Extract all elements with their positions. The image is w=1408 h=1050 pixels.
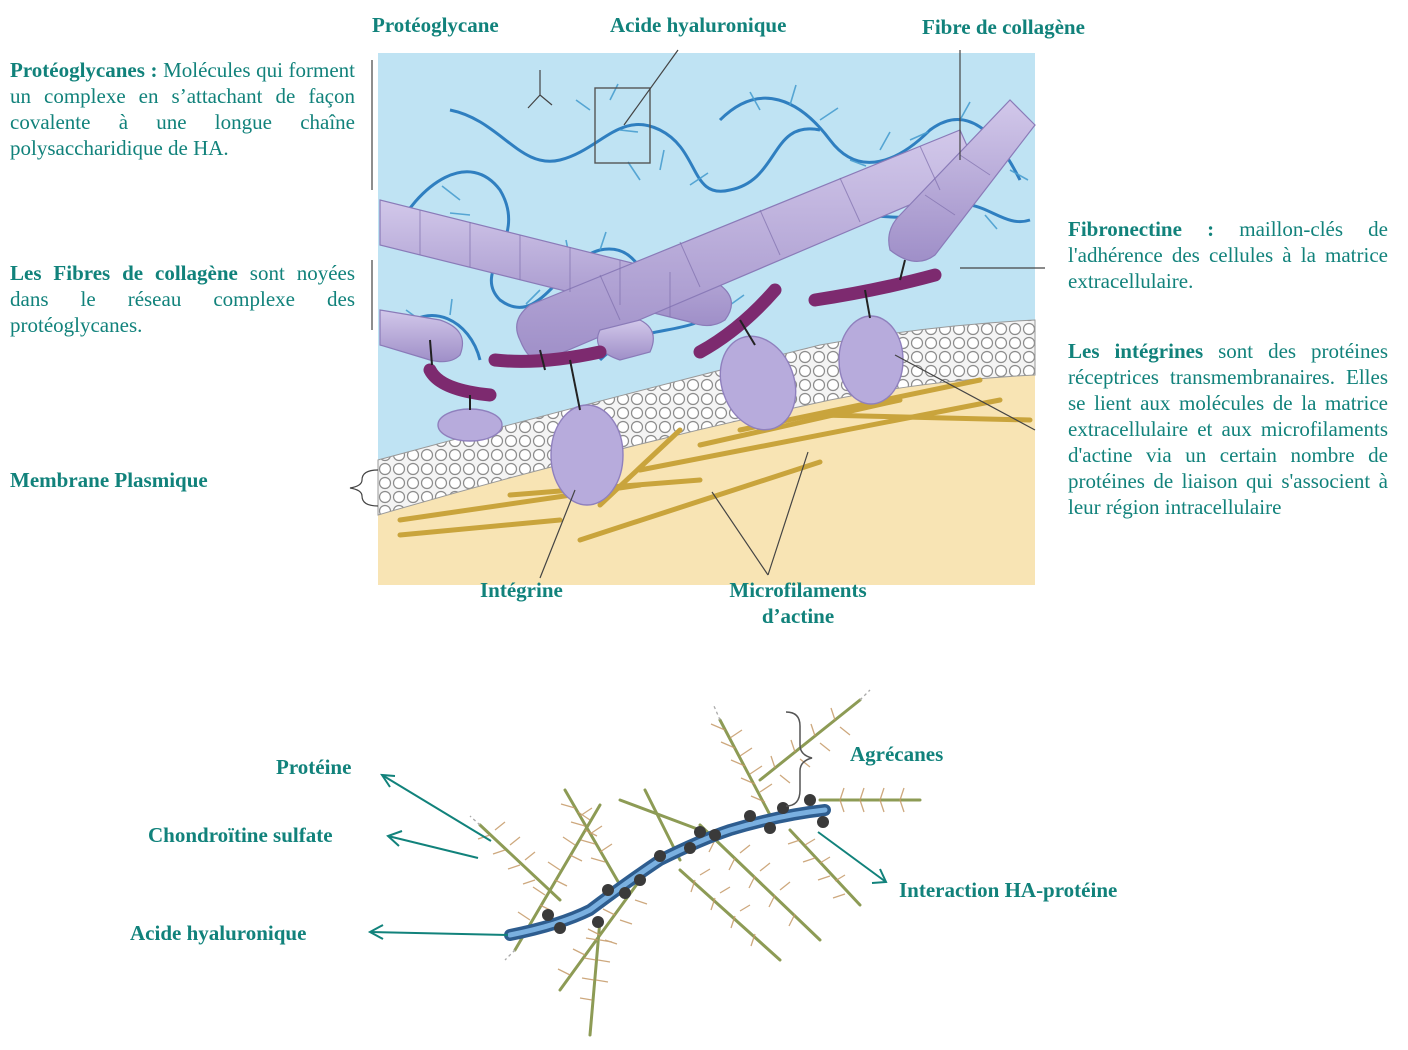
- label-interaction-ha-proteine: Interaction HA-protéine: [899, 877, 1117, 903]
- hyaluronan-backbone: [510, 810, 825, 935]
- chondroitin-sulfate-chains: [478, 708, 904, 1000]
- label-chondroitine-sulfate: Chondroïtine sulfate: [148, 822, 333, 848]
- label-acide-hyaluronique-bottom: Acide hyaluronique: [130, 920, 306, 946]
- agrecanes-bracket: [786, 712, 812, 806]
- label-agrecanes: Agrécanes: [850, 741, 943, 767]
- label-proteine: Protéine: [276, 754, 351, 780]
